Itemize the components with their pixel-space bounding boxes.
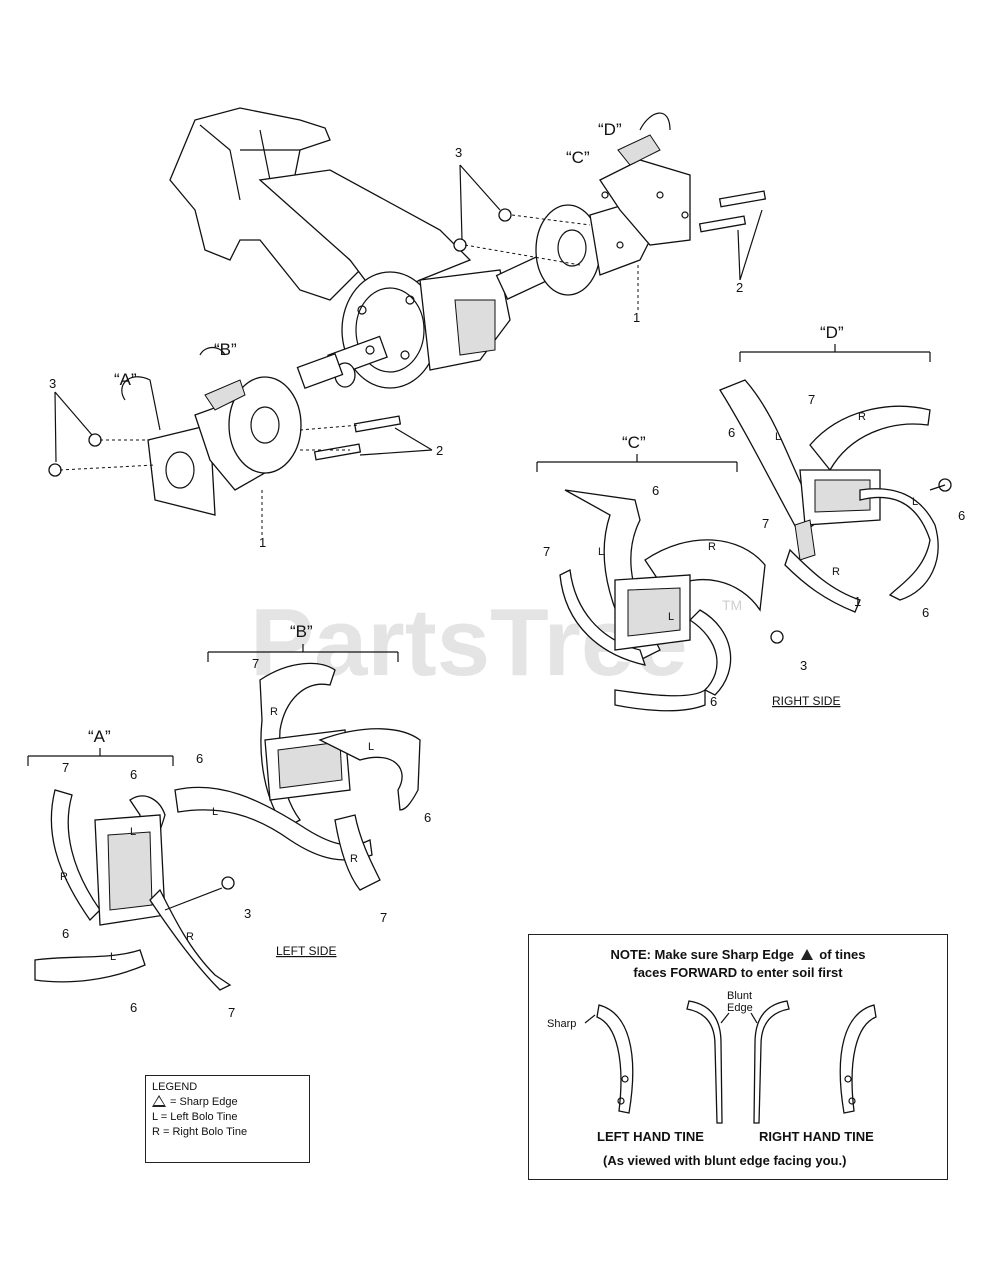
tine-letter-r: R (60, 871, 68, 883)
callout-7-a: 7 (62, 760, 69, 775)
left-hand-tine-label: LEFT HAND TINE (597, 1129, 704, 1144)
note-line-1: NOTE: Make sure Sharp Edge of tines (610, 947, 866, 962)
legend: LEGEND = Sharp Edge L = Left Bolo Tine R… (145, 1075, 310, 1163)
callout-6-d-right: 6 (958, 508, 965, 523)
callout-6-b: 6 (196, 751, 203, 766)
note-line-2: faces FORWARD to enter soil first (633, 965, 843, 980)
callout-1-left: 1 (259, 535, 266, 550)
group-label-b-upper: “B” (214, 340, 237, 359)
tine-group-d: “D” L R L R 7 6 6 6 1 (719, 323, 965, 620)
tine-letter-l: L (212, 806, 218, 818)
hub-assembly-right (453, 112, 767, 296)
triangle-icon (152, 1095, 166, 1107)
callout-6-a: 6 (130, 767, 137, 782)
tine-letter-r: R (832, 566, 840, 578)
tine-group-b: “B” R L L R 7 6 6 7 (174, 622, 431, 925)
group-label-b: “B” (290, 622, 313, 641)
right-side-label: RIGHT SIDE (772, 694, 840, 708)
group-label-d: “D” (820, 323, 844, 342)
legend-row-left: L = Left Bolo Tine (152, 1111, 238, 1123)
triangle-icon (800, 949, 813, 960)
callout-7-d: 7 (808, 392, 815, 407)
group-label-a-upper: “A” (114, 370, 137, 389)
legend-row-right: R = Right Bolo Tine (152, 1126, 248, 1138)
callout-2-left: 2 (436, 443, 443, 458)
callout-6-c-bottom: 6 (710, 694, 717, 709)
tine-orientation-diagram: Sharp Blunt Edge LEFT HAND TINE RIGHT HA… (547, 990, 877, 1168)
callout-3-c: 3 (800, 658, 807, 673)
callout-6-c: 6 (652, 483, 659, 498)
left-side-label: LEFT SIDE (276, 944, 336, 958)
watermark-tm: TM (722, 597, 742, 613)
right-tine-side (839, 1004, 877, 1114)
tine-letter-l: L (912, 496, 918, 508)
group-label-d-upper: “D” (598, 120, 622, 139)
edge-label: Edge (727, 1002, 753, 1014)
callout-3-a: 3 (244, 906, 251, 921)
callout-3-upper: 3 (455, 145, 462, 160)
callout-7-b-bottom: 7 (380, 910, 387, 925)
tine-letter-r: R (270, 706, 278, 718)
group-label-c: “C” (622, 433, 646, 452)
callout-7-a-bottom: 7 (228, 1005, 235, 1020)
callout-6-b-right: 6 (424, 810, 431, 825)
left-tine-side (596, 1004, 634, 1114)
callout-1-upper: 1 (633, 310, 640, 325)
callout-6-d-bottom: 6 (922, 605, 929, 620)
right-tine-edge (753, 1000, 790, 1124)
callout-7-b: 7 (252, 656, 259, 671)
transmission-housing (169, 107, 511, 389)
callout-6-a-bottom: 6 (130, 1000, 137, 1015)
legend-title: LEGEND (152, 1081, 198, 1093)
callout-1-d: 1 (854, 594, 861, 609)
tine-letter-l: L (668, 611, 674, 623)
tine-letter-l: L (775, 431, 781, 443)
blunt-label: Blunt (727, 990, 752, 1002)
left-tine-edge (686, 1000, 723, 1124)
group-label-a: “A” (88, 727, 111, 746)
tine-letter-l: L (130, 826, 136, 838)
note-box: NOTE: Make sure Sharp Edge of tines face… (528, 934, 948, 1180)
tine-letter-r: R (350, 853, 358, 865)
tine-group-a: “A” R L R L 7 6 6 6 7 3 (27, 727, 251, 1020)
callout-7-c-right: 7 (762, 516, 769, 531)
legend-row-sharp: = Sharp Edge (152, 1095, 303, 1110)
hub-assembly-left (48, 346, 402, 516)
tine-letter-l: L (598, 546, 604, 558)
viewed-caption: (As viewed with blunt edge facing you.) (603, 1153, 846, 1168)
callout-6-a-left: 6 (62, 926, 69, 941)
group-label-c-upper: “C” (566, 148, 590, 167)
tine-group-c: “C” L R L 6 7 7 6 3 (536, 433, 807, 712)
sharp-label: Sharp (547, 1018, 576, 1030)
callout-7-c: 7 (543, 544, 550, 559)
callout-3-left: 3 (49, 376, 56, 391)
callout-6-d: 6 (728, 425, 735, 440)
tine-letter-r: R (186, 931, 194, 943)
tine-letter-l: L (368, 741, 374, 753)
tine-letter-r: R (858, 411, 866, 423)
callout-2-upper: 2 (736, 280, 743, 295)
tine-letter-r: R (708, 541, 716, 553)
tine-letter-l: L (110, 951, 116, 963)
right-hand-tine-label: RIGHT HAND TINE (759, 1129, 874, 1144)
